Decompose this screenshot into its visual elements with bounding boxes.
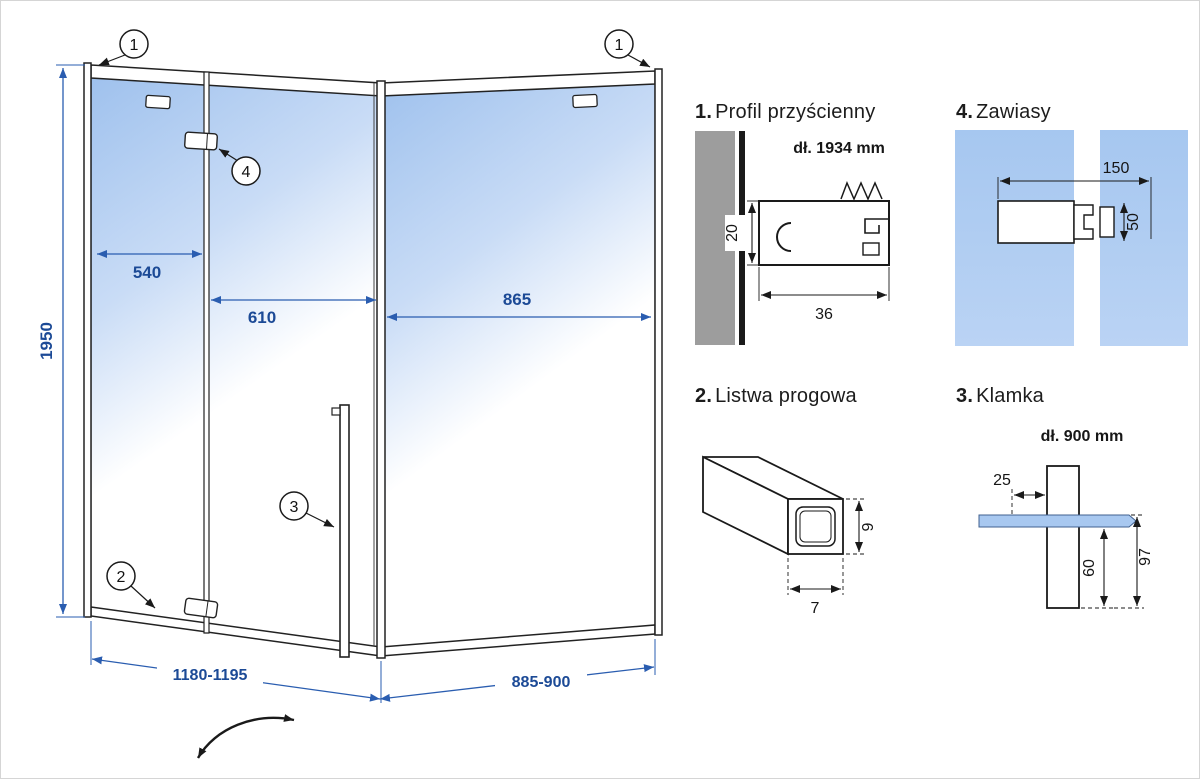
door-handle-mount xyxy=(331,407,341,416)
dim-fixed-panel: 540 xyxy=(97,250,202,282)
dim-threshold-height-label: 9 xyxy=(860,522,877,531)
dim-handle-offset-label: 25 xyxy=(993,472,1011,489)
panel-title-profile: 1.Profil przyścienny xyxy=(695,101,875,124)
dim-hinge-width-label: 150 xyxy=(1103,160,1130,177)
dim-profile-height-label: 20 xyxy=(724,224,741,242)
dim-fixed-label: 540 xyxy=(133,263,161,282)
dim-side-width: 885-900 xyxy=(379,639,656,702)
detail-handle: dł. 900 mm 25 60 97 xyxy=(978,428,1154,609)
callout-3-label: 3 xyxy=(290,499,299,516)
panel-hinge-name: Zawiasy xyxy=(976,101,1051,123)
dim-profile-height: 20 xyxy=(724,200,759,266)
hinge-plate xyxy=(997,200,1075,244)
dim-hinge-width: 150 xyxy=(997,160,1152,239)
shower-enclosure-drawing: 1950 540 610 865 1180-1195 xyxy=(37,29,663,759)
detail-threshold: 7 9 xyxy=(702,455,877,617)
panel-profile-name: Profil przyścienny xyxy=(715,101,876,123)
panel-title-threshold: 2.Listwa progowa xyxy=(695,385,857,408)
panel-threshold-number: 2. xyxy=(695,385,713,407)
dim-profile-width: 36 xyxy=(758,267,890,323)
door-hinge-bottom xyxy=(183,597,219,619)
handle-length-label: dł. 900 mm xyxy=(1041,428,1124,445)
dim-front-width-label: 1180-1195 xyxy=(173,667,248,684)
panel-handle-number: 3. xyxy=(956,385,974,407)
callout-1-left: 1 xyxy=(98,29,149,66)
door-hinge-top xyxy=(184,131,218,151)
panel-handle-name: Klamka xyxy=(976,385,1044,407)
door-handle-bar xyxy=(339,404,350,658)
panel-hinge-number: 4. xyxy=(956,101,974,123)
callout-4: 4 xyxy=(218,148,261,186)
callout-1-right-label: 1 xyxy=(615,37,624,54)
glass-clamp-right xyxy=(572,93,598,109)
threshold-tube xyxy=(702,455,844,556)
handle-body xyxy=(1046,465,1080,609)
right-wall-profile xyxy=(654,68,663,636)
dim-door-label: 610 xyxy=(248,308,276,327)
dim-threshold-width-label: 7 xyxy=(811,600,820,617)
dim-threshold-width: 7 xyxy=(787,558,844,617)
callout-2-label: 2 xyxy=(117,569,126,586)
profile-cross-section xyxy=(758,181,890,266)
dim-side-width-label: 885-900 xyxy=(512,674,571,691)
callout-3: 3 xyxy=(279,491,335,528)
panel-threshold-name: Listwa progowa xyxy=(715,385,857,407)
hinge-stub xyxy=(1099,206,1115,238)
dim-handle-total: 97 xyxy=(1114,514,1154,609)
dim-hinge-height: 50 xyxy=(1120,203,1142,241)
detail-hinge: 150 50 xyxy=(955,130,1188,346)
panel-title-handle: 3.Klamka xyxy=(956,385,1044,408)
side-glass-panel xyxy=(380,71,656,650)
profile-length-label: dł. 1934 mm xyxy=(793,140,885,157)
callout-4-label: 4 xyxy=(242,164,251,181)
front-glass-panel xyxy=(90,66,382,650)
door-divider-post xyxy=(203,71,210,634)
callout-2: 2 xyxy=(106,561,156,609)
dim-profile-width-label: 36 xyxy=(815,306,833,323)
dim-side-label: 865 xyxy=(503,290,531,309)
dim-side-panel: 865 xyxy=(387,290,651,321)
panel-profile-number: 1. xyxy=(695,101,713,123)
glass-clamp-left xyxy=(145,94,171,110)
dim-hinge-height-label: 50 xyxy=(1125,213,1142,231)
dim-door: 610 xyxy=(211,296,376,327)
dim-height-1950: 1950 xyxy=(37,64,85,618)
dim-handle-lower-label: 60 xyxy=(1081,559,1098,577)
corner-post xyxy=(376,80,386,659)
callout-1-left-label: 1 xyxy=(130,37,139,54)
dim-handle-offset: 25 xyxy=(993,472,1045,515)
dim-front-width: 1180-1195 xyxy=(90,621,382,703)
glass-section xyxy=(978,514,1137,528)
dim-handle-lower: 60 xyxy=(1081,529,1114,609)
dim-handle-total-label: 97 xyxy=(1137,548,1154,566)
dim-height-label: 1950 xyxy=(37,322,56,360)
panel-title-hinge: 4.Zawiasy xyxy=(956,101,1051,124)
detail-wall-profile: dł. 1934 mm 20 36 xyxy=(695,131,890,345)
hinge-tongue xyxy=(1073,204,1094,240)
callout-1-right: 1 xyxy=(604,29,651,68)
left-wall-profile xyxy=(83,62,92,618)
door-swing-arrow-icon xyxy=(196,714,295,759)
dim-threshold-height: 9 xyxy=(846,498,877,555)
